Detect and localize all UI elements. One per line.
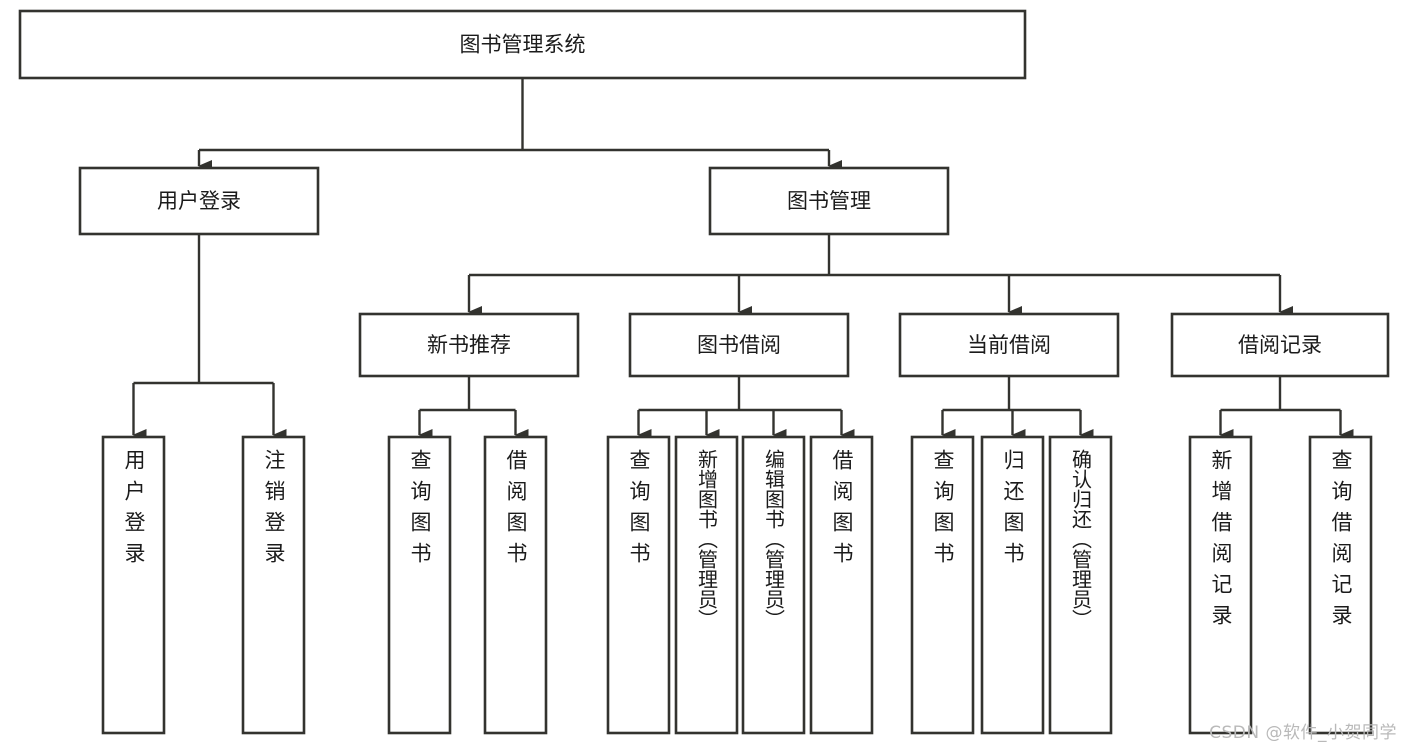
level3-node-3-label: 借阅记录 (1238, 333, 1322, 357)
level3-node-0-rect[interactable] (358, 312, 580, 378)
level3-node-1[interactable]: 图书借阅 (628, 312, 850, 378)
level3-node-3[interactable]: 借阅记录 (1170, 312, 1390, 378)
level2-node-1-label: 图书管理 (787, 189, 871, 213)
level3-node-0-label: 新书推荐 (427, 333, 511, 357)
root-node-book-management-system-rect[interactable] (18, 9, 1027, 80)
level3-node-2-label: 当前借阅 (967, 333, 1051, 357)
watermark-text: CSDN @软件_小贺同学 (1209, 723, 1397, 743)
level3-node-3-rect[interactable] (1170, 312, 1390, 378)
leaf-node-3-rect[interactable] (483, 435, 548, 735)
level3-node-1-rect[interactable] (628, 312, 850, 378)
root-node-book-management-system-label: 图书管理系统 (460, 33, 586, 57)
leaf-node-4-rect[interactable] (606, 435, 671, 735)
level2-node-1-rect[interactable] (708, 166, 950, 236)
connector-3-to-leaves (1219, 376, 1354, 441)
connector-root-to-level2 (197, 78, 842, 172)
leaf-node-1-rect[interactable] (241, 435, 306, 735)
connectors-layer (132, 78, 1354, 441)
leaf-node-12-rect[interactable] (1308, 435, 1373, 735)
leaf-node-9-rect[interactable] (980, 435, 1045, 735)
level2-node-0-rect[interactable] (78, 166, 320, 236)
connector-2-to-leaves (941, 376, 1094, 441)
level2-node-0-label: 用户登录 (157, 189, 241, 213)
leaf-node-11-rect[interactable] (1188, 435, 1253, 735)
leaf-node-2-rect[interactable] (387, 435, 452, 735)
connector-login-to-leaves (132, 234, 287, 441)
leaf-node-7-rect[interactable] (809, 435, 874, 735)
leaf-node-0-rect[interactable] (101, 435, 166, 735)
level2-node-1[interactable]: 图书管理 (708, 166, 950, 236)
leaf-node-6-rect[interactable] (741, 435, 806, 735)
connector-books-to-level3 (467, 234, 1293, 318)
leaf-node-10-rect[interactable] (1048, 435, 1113, 735)
level2-node-0[interactable]: 用户登录 (78, 166, 320, 236)
level3-node-0[interactable]: 新书推荐 (358, 312, 580, 378)
connector-0-to-leaves (418, 376, 529, 441)
root-node-book-management-system[interactable]: 图书管理系统 (18, 9, 1027, 80)
level3-node-1-label: 图书借阅 (697, 333, 781, 357)
connector-1-to-leaves (637, 376, 855, 441)
level3-node-2[interactable]: 当前借阅 (898, 312, 1120, 378)
leaf-node-5-rect[interactable] (674, 435, 739, 735)
level3-node-2-rect[interactable] (898, 312, 1120, 378)
leaf-node-8-rect[interactable] (910, 435, 975, 735)
